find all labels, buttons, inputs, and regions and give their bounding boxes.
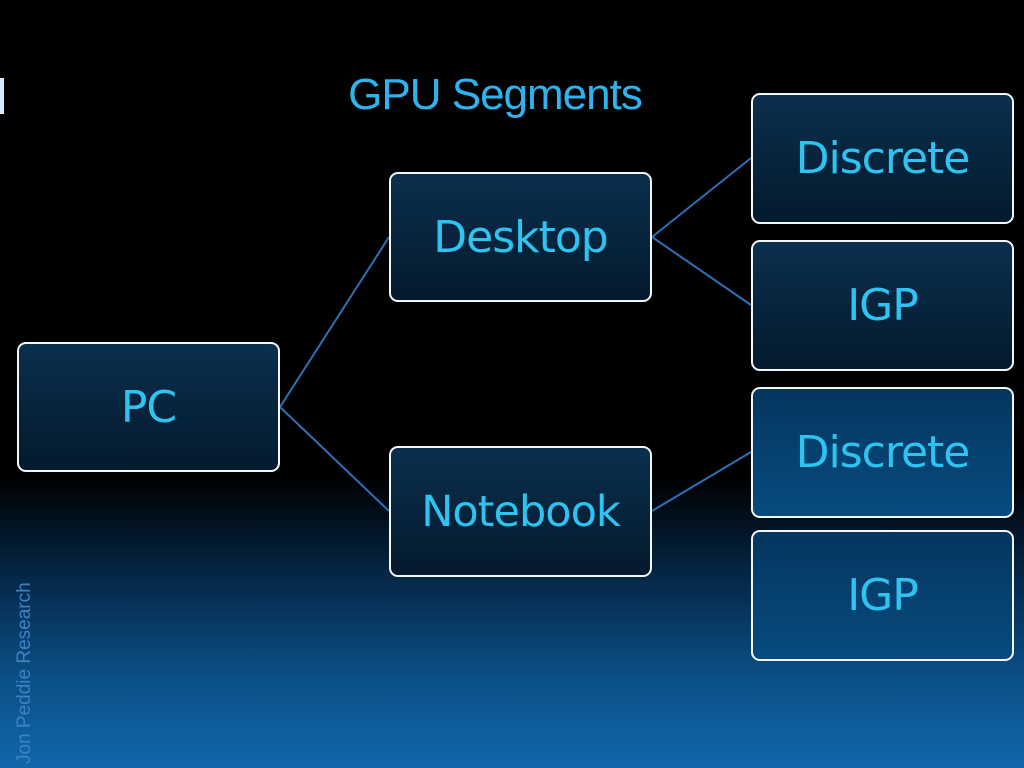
connector-desktop-discrete xyxy=(651,157,752,238)
node-desktop-discrete: Discrete xyxy=(751,93,1014,224)
node-notebook-igp: IGP xyxy=(751,530,1014,661)
left-edge-mark xyxy=(0,78,4,114)
connector-notebook-discrete xyxy=(651,451,752,512)
slide-title: GPU Segments xyxy=(348,70,643,119)
node-notebook: Notebook xyxy=(389,446,652,577)
node-notebook-discrete: Discrete xyxy=(751,387,1014,518)
node-pc: PC xyxy=(17,342,280,472)
connector-pc-desktop xyxy=(279,236,390,408)
node-desktop-igp: IGP xyxy=(751,240,1014,371)
node-desktop: Desktop xyxy=(389,172,652,302)
connector-pc-notebook xyxy=(279,406,390,512)
connector-desktop-igp xyxy=(651,236,752,306)
